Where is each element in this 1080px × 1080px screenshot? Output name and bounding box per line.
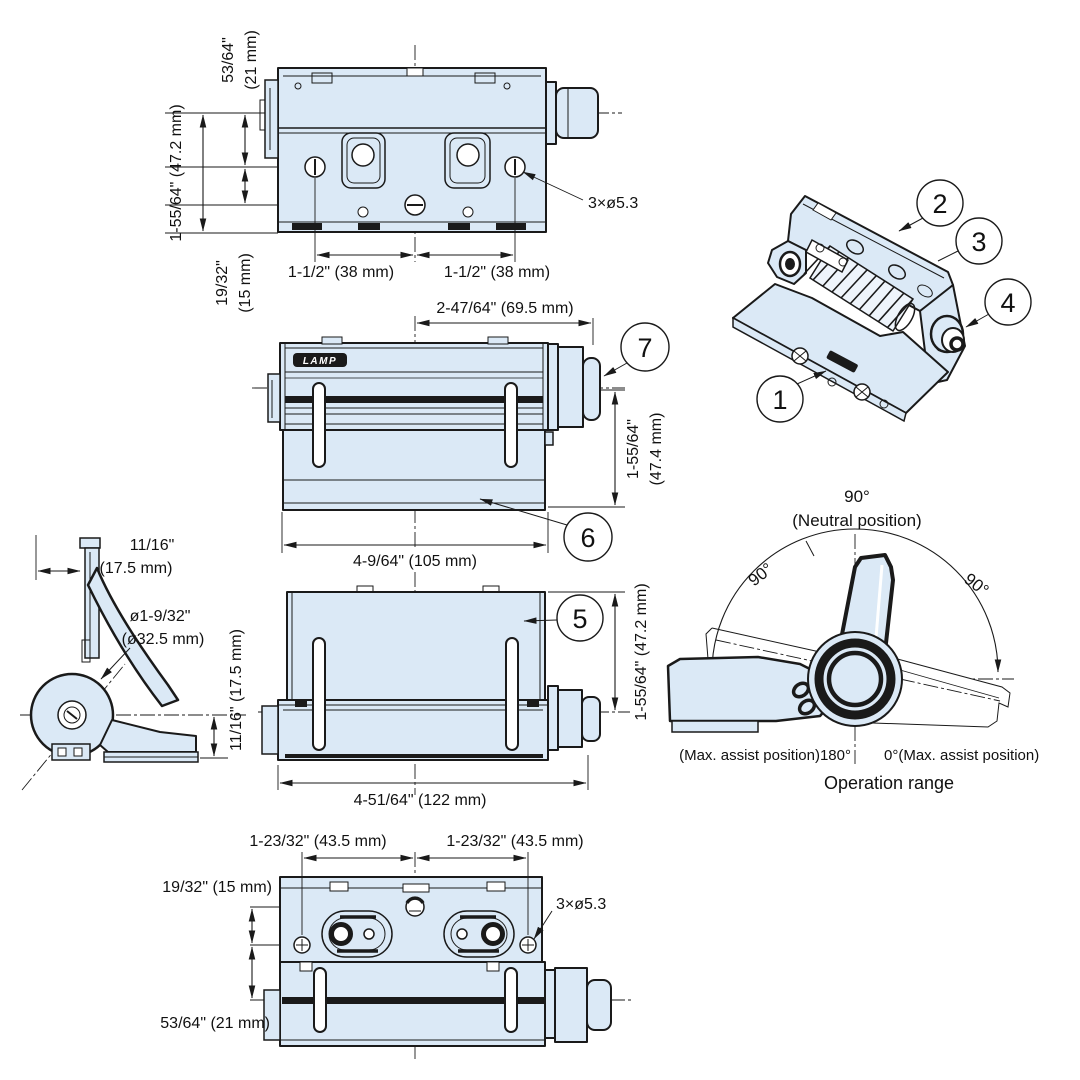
- callout-2-circle: [916, 179, 964, 227]
- bottom-dim-offset-top: 19/32" (15 mm): [162, 879, 272, 896]
- spring-pin: [312, 637, 326, 751]
- dim-span-right: 1-1/2" (38 mm): [444, 264, 550, 281]
- iso-damper-knob: [929, 314, 965, 354]
- bottom-dim-offset-bottom: 53/64" (21 mm): [160, 1015, 270, 1032]
- callout-1: 1: [772, 385, 787, 415]
- iso-brand-mark: [826, 350, 858, 373]
- callout-3: 3: [971, 227, 986, 257]
- brand-badge: [293, 353, 347, 367]
- op-top-angle: 90°: [844, 487, 870, 506]
- isometric-view: 1 2 3 4: [732, 179, 1032, 423]
- callout-7: 7: [637, 333, 652, 363]
- back-dim-width: 4-51/64" (122 mm): [354, 792, 487, 809]
- spring-shaft-edge: [282, 997, 545, 1004]
- op-bottom-left: (Max. assist position)180°: [679, 747, 851, 764]
- callout-6-circle: [563, 512, 613, 562]
- hole-note-bottom: 3×ø5.3: [556, 896, 606, 913]
- top-view-side-bracket: [264, 79, 279, 159]
- dim-height-line2: (47.4 mm): [648, 413, 665, 486]
- callout-4: 4: [1000, 288, 1015, 318]
- spring-pin: [313, 967, 327, 1033]
- spring-pin: [504, 967, 518, 1033]
- dim-flap-line1: 53/64": [220, 37, 237, 83]
- dim-offset-line1: 19/32": [214, 260, 231, 306]
- phantom-wing-right: [872, 656, 1011, 728]
- bottom-view: 1-23/32" (43.5 mm) 1-23/32" (43.5 mm) 19…: [160, 833, 632, 1062]
- top-plan-view: 1-55/64" (47.2 mm) 53/64" (21 mm) 19/32"…: [165, 30, 638, 313]
- callout-5: 5: [572, 604, 587, 634]
- hinge-hub: [807, 631, 903, 727]
- bottom-damper-knob: [586, 979, 612, 1031]
- dim-height-line1: 1-55/64": [625, 419, 642, 479]
- bottom-dim-span-right: 1-23/32" (43.5 mm): [446, 833, 583, 850]
- spring-pin: [505, 637, 519, 751]
- op-left-angle: 90°: [745, 559, 777, 590]
- callout-2: 2: [932, 189, 947, 219]
- side-dia-line2: (ø32.5 mm): [122, 631, 205, 648]
- oval-slot-left: [321, 910, 393, 958]
- callout-5-circle: [556, 594, 604, 642]
- side-dim-top-line1: 11/16": [130, 537, 175, 554]
- front-view: LAMP 2-47/64" (69.5 mm) 1-55/64" (47.4 m…: [252, 300, 670, 570]
- top-view-damper-knob: [555, 87, 599, 139]
- dim-width-top: 2-47/64" (69.5 mm): [436, 300, 573, 317]
- spring-pin: [504, 382, 518, 468]
- dim-offset-line2: (15 mm): [237, 253, 254, 313]
- back-view: 5 1-55/64" (47.2 mm) 4-51/64" (122 mm): [258, 572, 650, 809]
- back-dim-height: 1-55/64" (47.2 mm): [633, 583, 650, 720]
- iso-base-plate: [732, 283, 949, 414]
- oval-slot-right: [443, 910, 515, 958]
- dim-span-left: 1-1/2" (38 mm): [288, 264, 394, 281]
- side-foot: [99, 719, 197, 753]
- callout-7-circle: [620, 322, 670, 372]
- op-bottom-right: 0°(Max. assist position): [884, 747, 1039, 764]
- dim-height-total: 1-55/64" (47.2 mm): [168, 104, 185, 241]
- side-view: 11/16" (17.5 mm) ø1-9/32" (ø32.5 mm) 11/…: [20, 535, 246, 791]
- dim-width-bottom: 4-9/64" (105 mm): [353, 553, 477, 570]
- callout-1-circle: [756, 375, 804, 423]
- front-flap: [282, 429, 546, 511]
- callout-6: 6: [580, 523, 595, 553]
- top-view-damper-collar: [545, 81, 557, 145]
- op-top-caption: (Neutral position): [792, 511, 921, 530]
- hole-note-top: 3×ø5.3: [588, 195, 638, 212]
- callout-3-circle: [955, 217, 1003, 265]
- op-right-angle: 90°: [960, 569, 992, 600]
- back-damper-knob: [581, 696, 601, 742]
- back-flap: [286, 591, 546, 709]
- side-lever-arm: [86, 566, 180, 708]
- brand-logo-text: LAMP: [303, 356, 337, 367]
- operation-range-diagram: 90° (Neutral position) 90° 90° (Max. ass…: [666, 487, 1039, 793]
- callout-4-circle: [984, 278, 1032, 326]
- side-dim-top-line2: (17.5 mm): [100, 560, 173, 577]
- bottom-dim-span-left: 1-23/32" (43.5 mm): [249, 833, 386, 850]
- side-dim-right: 11/16" (17.5 mm): [228, 629, 245, 751]
- spring-shaft-edge: [285, 396, 543, 403]
- front-damper-knob: [582, 357, 601, 421]
- op-caption: Operation range: [824, 773, 954, 793]
- side-dia-line1: ø1-9/32": [130, 608, 191, 625]
- dim-flap-line2: (21 mm): [243, 30, 260, 90]
- spring-pin: [312, 382, 326, 468]
